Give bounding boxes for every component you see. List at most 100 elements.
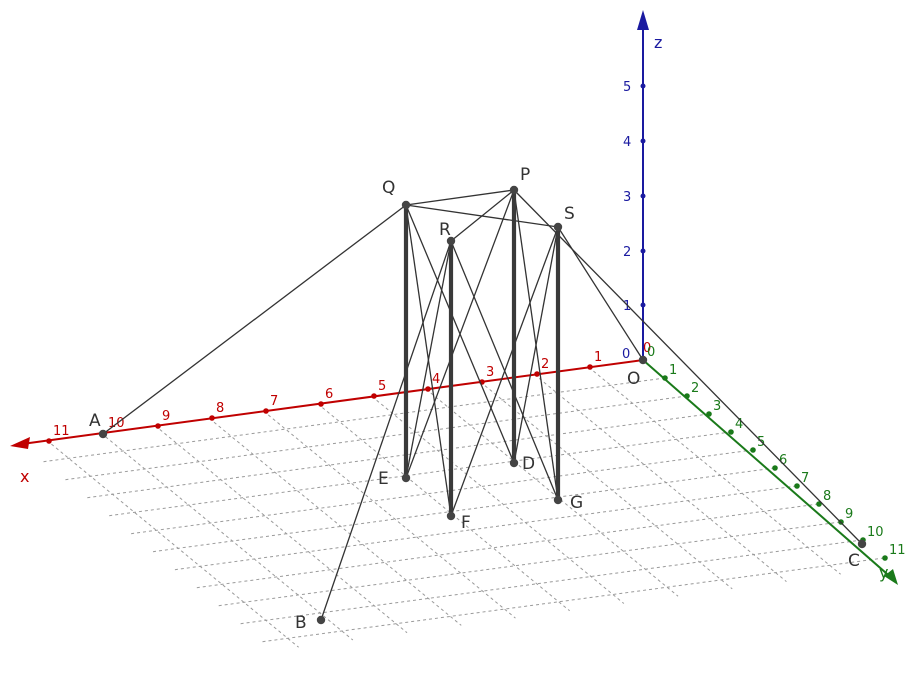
x-tick-label: 8 [216, 401, 224, 416]
y-tick-label: 9 [845, 507, 853, 522]
z-tick-label: 4 [623, 135, 631, 150]
point-label-A: A [89, 411, 101, 431]
x-tick-label: 6 [325, 387, 333, 402]
z-tick-label: 2 [623, 245, 631, 260]
x-tick-label: 5 [378, 379, 386, 394]
x-tick-mark [318, 401, 324, 407]
point-D[interactable] [509, 458, 519, 468]
point-label-Q: Q [382, 178, 395, 198]
y-tick-mark [728, 429, 734, 435]
y-axis-label: y [879, 563, 888, 582]
point-G[interactable] [553, 495, 563, 505]
y-tick-mark [772, 465, 778, 471]
x-tick-label: 1 [594, 350, 602, 365]
x-tick-label: 9 [162, 409, 170, 424]
y-tick-label: 3 [713, 399, 721, 414]
edge-QS [405, 204, 559, 228]
point-Q[interactable] [401, 200, 411, 210]
point-P[interactable] [509, 185, 519, 195]
y-tick-label: 4 [735, 417, 743, 432]
grid-line [480, 381, 733, 590]
edge-PE [405, 189, 515, 479]
edge-AQ [102, 204, 407, 435]
z-tick-mark [640, 302, 646, 308]
grid-line [100, 432, 354, 641]
y-tick-label: 7 [801, 471, 809, 486]
x-tick-label: 4 [432, 372, 440, 387]
x-tick-label: 7 [270, 394, 278, 409]
y-tick-mark [662, 375, 668, 381]
point-A[interactable] [98, 429, 108, 439]
grid-line [46, 439, 299, 648]
z-tick-label: 1 [623, 299, 631, 314]
y-tick-label: 5 [757, 435, 765, 450]
edge-BR [320, 240, 452, 621]
origin-tick-z: 0 [622, 347, 630, 362]
xy-grid [41, 366, 884, 648]
y-tick-mark [750, 447, 756, 453]
point-F[interactable] [446, 511, 456, 521]
grid-line [534, 374, 787, 582]
grid-line [151, 467, 775, 553]
grid-line [371, 396, 625, 604]
point-label-F: F [461, 513, 471, 533]
y-tick-mark [882, 555, 888, 561]
edge-SF [450, 226, 559, 517]
point-label-C: C [848, 551, 860, 571]
y-tick-mark [794, 483, 800, 489]
point-label-E: E [378, 469, 389, 489]
x-tick-mark [587, 364, 593, 370]
y-tick-mark [706, 411, 712, 417]
x-tick-mark [371, 393, 377, 399]
point-C[interactable] [857, 539, 867, 549]
point-O[interactable] [638, 355, 648, 365]
grid-line [129, 449, 753, 535]
grid-line [263, 410, 516, 619]
y-tick-label: 6 [779, 453, 787, 468]
point-label-D: D [522, 454, 535, 474]
z-tick-mark [640, 138, 646, 144]
grid-line [238, 539, 863, 625]
grid-line [588, 366, 841, 575]
grid-line [209, 418, 462, 626]
grid-line [216, 521, 841, 607]
y-tick-label: 2 [691, 381, 699, 396]
x-tick-mark [534, 371, 540, 377]
origin-tick-x: 0 [643, 341, 651, 356]
edge-QP [405, 189, 515, 206]
x-tick-label: 3 [486, 365, 494, 380]
grid-line [317, 403, 570, 612]
x-tick-mark [155, 423, 161, 429]
z-axis-label: z [654, 33, 662, 52]
y-tick-mark [684, 393, 690, 399]
x-tick-mark [46, 438, 52, 444]
origin-tick-y: 0 [647, 345, 655, 360]
grid-line [172, 485, 797, 571]
point-label-B: B [295, 613, 307, 633]
point-R[interactable] [446, 236, 456, 246]
z-tick-label: 5 [623, 80, 631, 95]
z-tick-mark [640, 83, 646, 89]
grid-line [63, 395, 687, 481]
y-tick-label: 10 [867, 525, 884, 540]
x-tick-label: 11 [53, 424, 70, 439]
x-tick-mark [425, 386, 431, 392]
point-B[interactable] [316, 615, 326, 625]
point-label-G: G [570, 493, 583, 513]
edge-RE [405, 240, 452, 479]
point-label-S: S [564, 204, 575, 224]
z-tick-label: 3 [623, 190, 631, 205]
grid-line [154, 425, 408, 634]
y-tick-label: 1 [669, 363, 677, 378]
points: O A B C D E F G P Q R S [89, 165, 867, 633]
point-label-O: O [627, 369, 640, 389]
point-E[interactable] [401, 473, 411, 483]
grid-line [194, 503, 819, 589]
z-axis: z 1 2 3 4 5 [623, 10, 662, 360]
point-label-P: P [520, 165, 530, 185]
point-S[interactable] [553, 222, 563, 232]
point-label-R: R [439, 220, 451, 240]
